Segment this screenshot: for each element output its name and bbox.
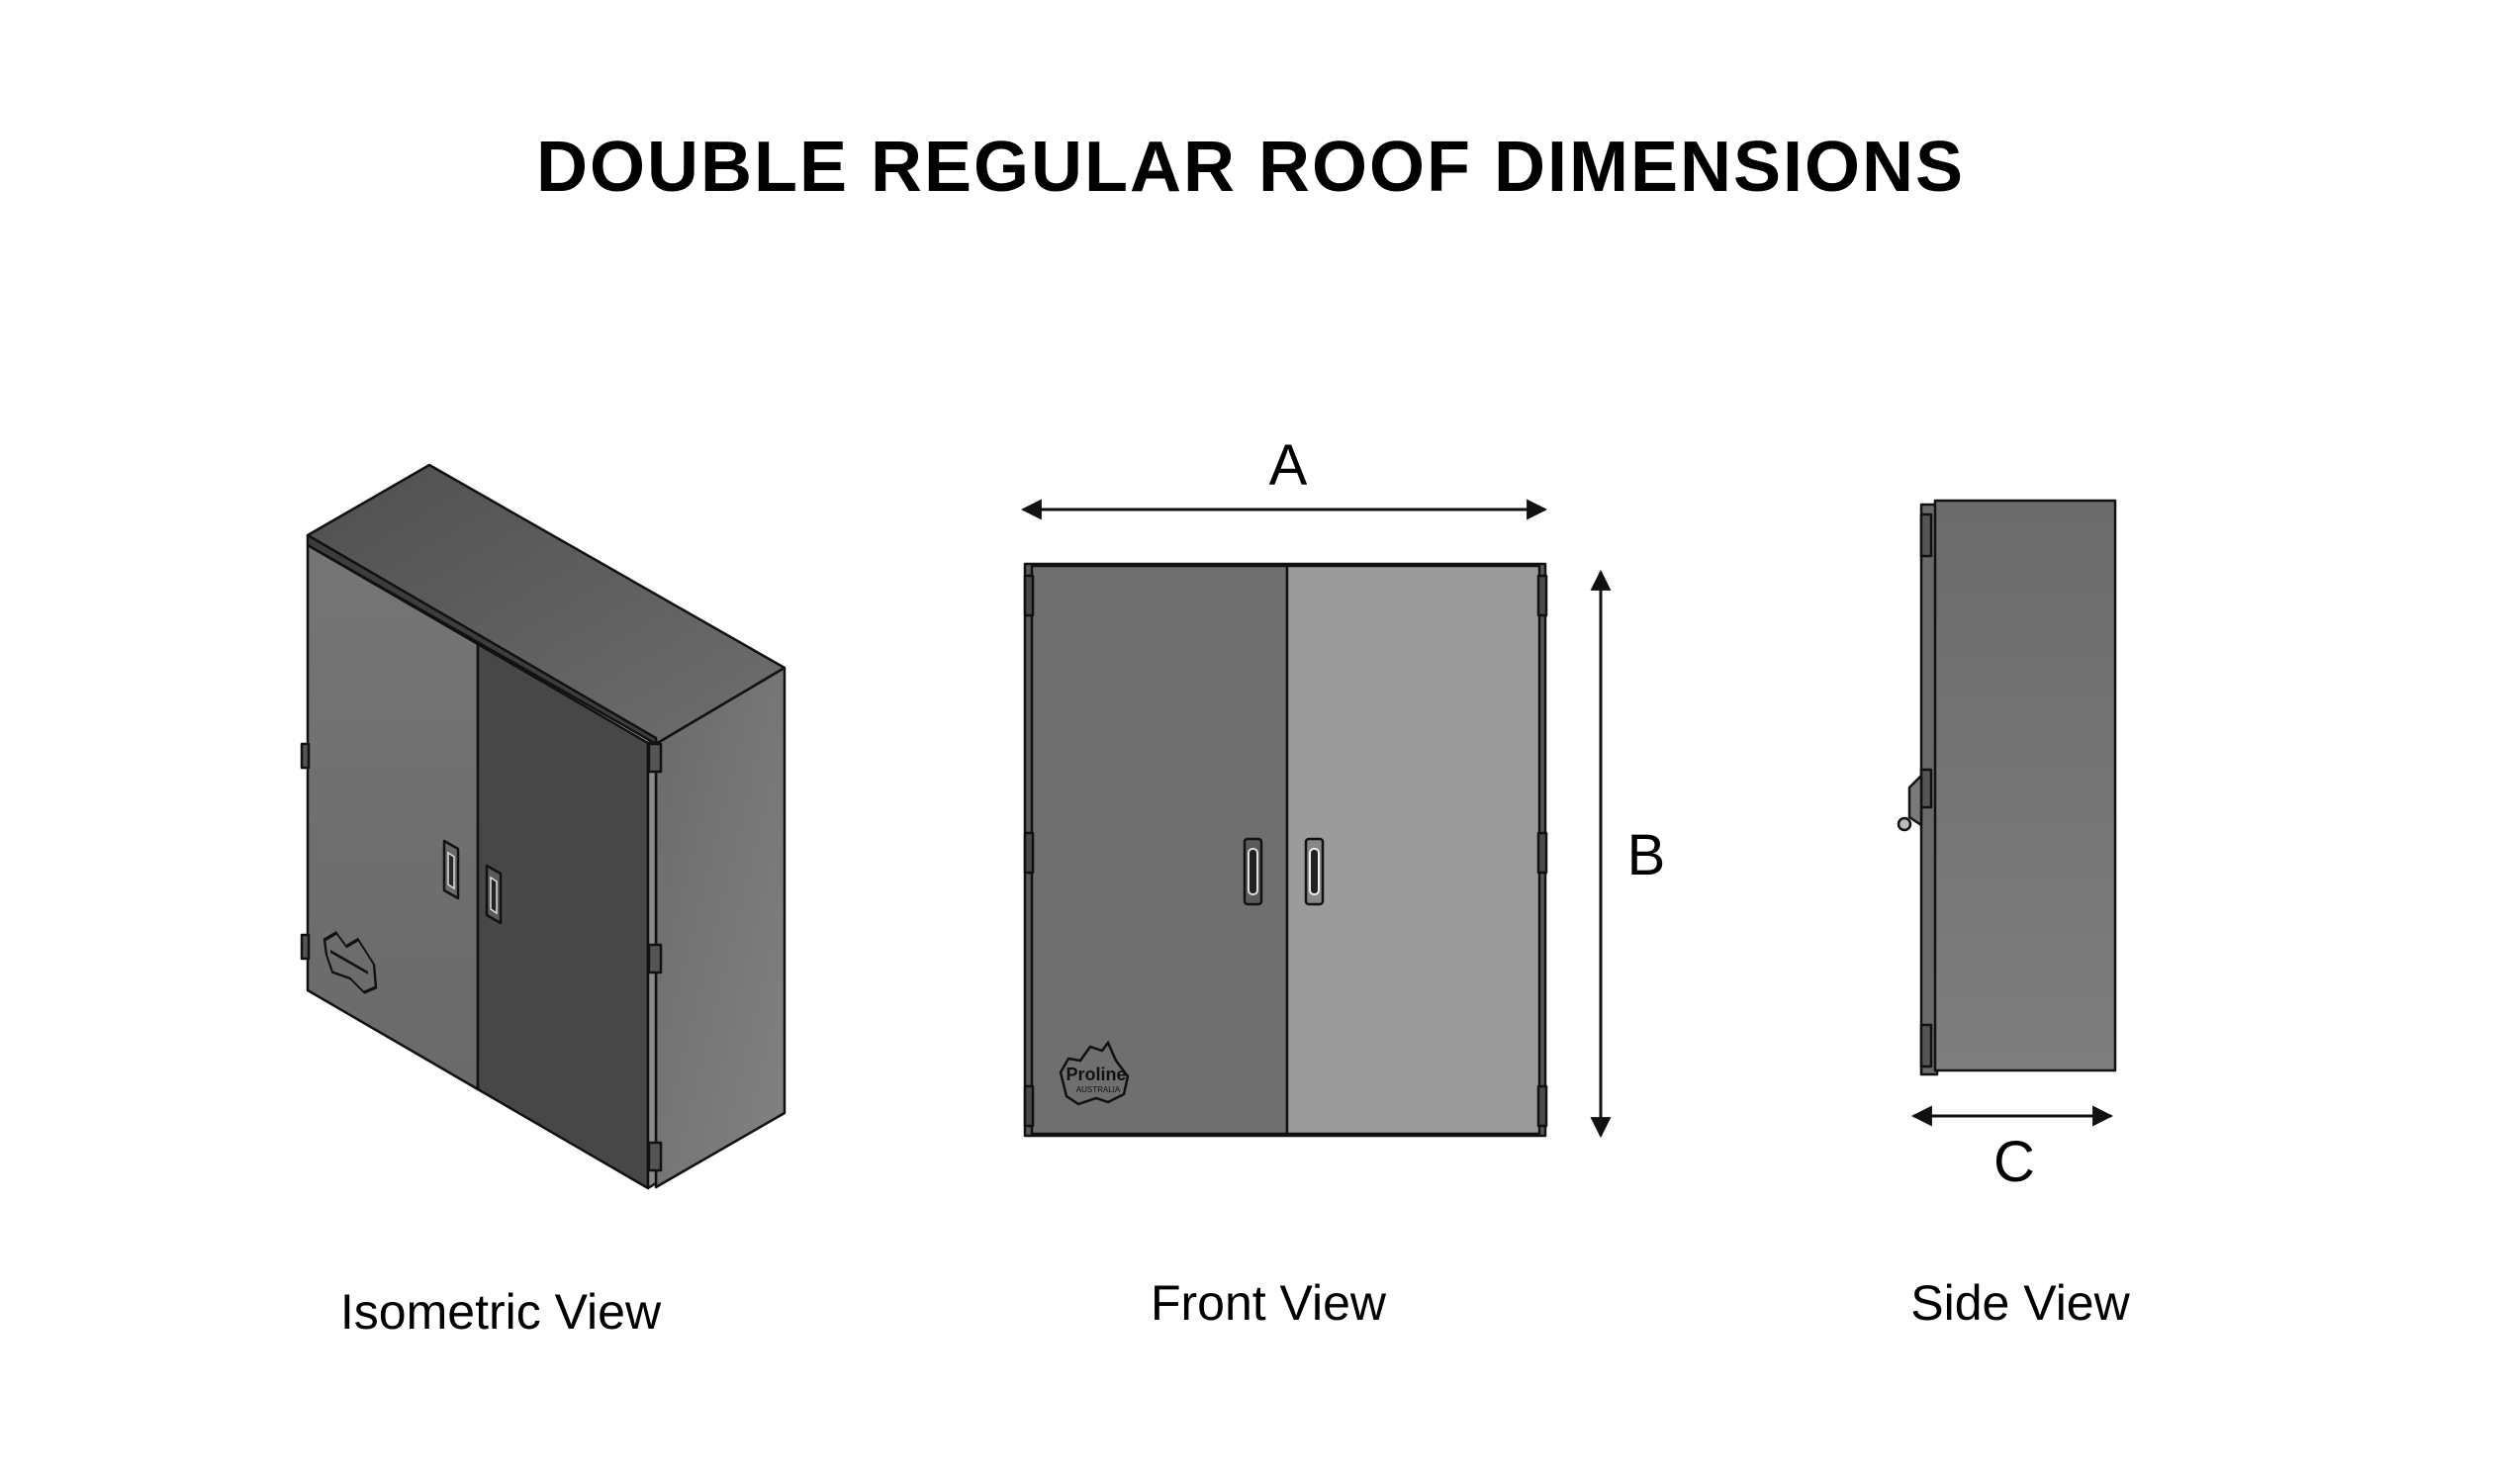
iso-hinge-mid	[647, 943, 663, 974]
dimension-a-label: A	[1269, 433, 1308, 498]
front-hinge-right-top	[1536, 574, 1548, 617]
front-logo-brand: Proline	[1065, 1065, 1126, 1084]
front-right-door	[1285, 564, 1541, 1136]
iso-hinge-left-top	[300, 742, 311, 770]
front-hinge-left-bottom	[1023, 1084, 1035, 1128]
front-hinge-left-mid	[1023, 831, 1035, 875]
front-handle-right	[1304, 837, 1325, 906]
dimension-a: A	[1020, 433, 1548, 520]
side-handle	[1897, 774, 1923, 832]
side-body	[1933, 499, 2117, 1072]
front-cabinet: Proline AUSTRALIA	[1023, 562, 1548, 1138]
front-logo-sub: AUSTRALIA	[1076, 1085, 1121, 1094]
front-hinge-left-top	[1023, 574, 1035, 617]
isometric-cabinet	[300, 463, 787, 1190]
iso-handle-right	[485, 864, 503, 925]
front-hinge-right-mid	[1536, 831, 1548, 875]
side-view-label: Side View	[1910, 1275, 2130, 1331]
side-hinge-mid	[1919, 768, 1933, 809]
iso-handle-left	[442, 839, 460, 900]
iso-hinge-bottom	[647, 1141, 663, 1172]
front-handle-left	[1243, 837, 1263, 906]
iso-side-face	[654, 666, 787, 1189]
page-title: DOUBLE REGULAR ROOF DIMENSIONS	[535, 128, 1966, 207]
dimension-b: B	[1590, 569, 1666, 1139]
front-logo: Proline AUSTRALIA	[1059, 1040, 1130, 1106]
front-hinge-right-bottom	[1536, 1084, 1548, 1128]
iso-logo-mark	[330, 949, 368, 974]
side-hinge-bottom	[1919, 1023, 1933, 1068]
dimension-c: C	[1910, 1105, 2114, 1194]
side-cabinet	[1897, 499, 2117, 1076]
dimension-c-label: C	[1993, 1130, 2035, 1194]
front-view-label: Front View	[1151, 1275, 1387, 1331]
iso-logo	[323, 931, 378, 994]
side-hinge-top	[1919, 512, 1933, 558]
iso-hinge-left-bottom	[300, 933, 311, 961]
iso-hinge-top	[647, 742, 663, 774]
isometric-view-label: Isometric View	[340, 1284, 662, 1340]
dimension-b-label: B	[1627, 823, 1666, 887]
